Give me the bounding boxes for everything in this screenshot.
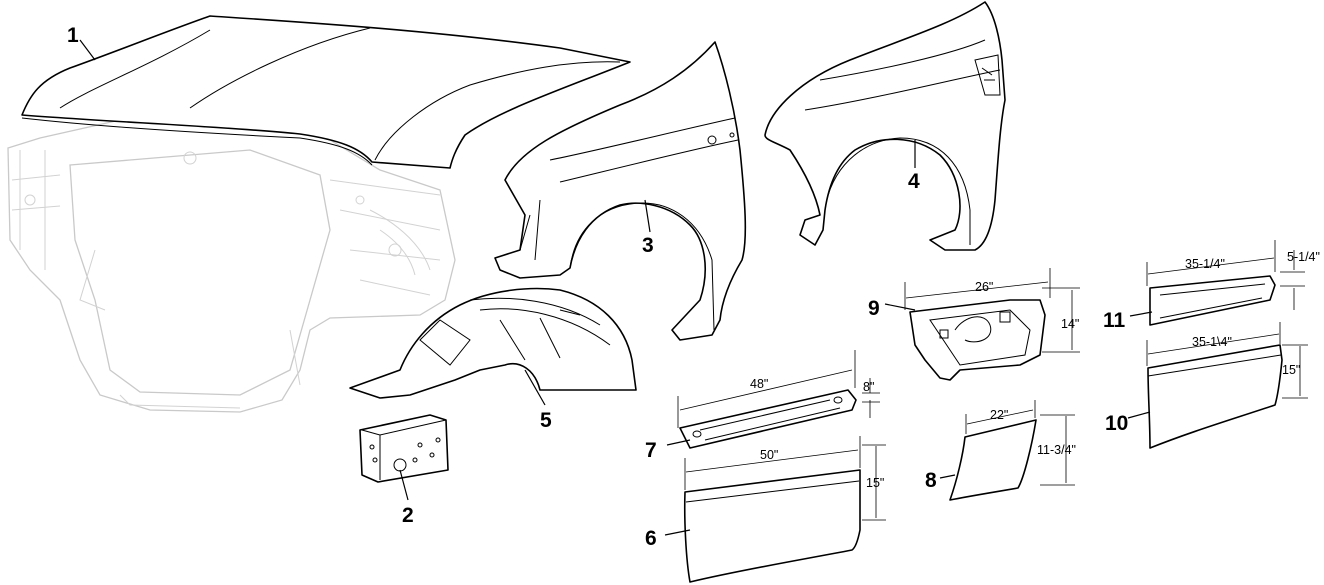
dimension-lines: [677, 240, 1308, 521]
hood-part: [21, 15, 631, 169]
dim-label-p11-height: 5-1/4": [1287, 250, 1320, 264]
callout-3: 3: [642, 234, 654, 257]
callout-numbers: 1 2 3 4 5 6 7 8 9 10 11: [67, 24, 1128, 550]
dogleg-48-part: [679, 389, 857, 449]
patch-22-part: [949, 419, 1037, 501]
left-fender-part: [494, 41, 747, 341]
bracket-part: [359, 414, 449, 483]
callout-10: 10: [1105, 412, 1128, 435]
callout-7: 7: [645, 439, 657, 462]
dim-label-p7-width: 48": [750, 377, 768, 391]
radiator-support-ghost: [7, 117, 456, 413]
dim-label-p6-width: 50": [760, 448, 778, 462]
callout-6: 6: [645, 527, 657, 550]
callout-11: 11: [1103, 309, 1126, 332]
panel-35-upper-part: [1149, 275, 1276, 326]
dim-label-p9-height: 14": [1061, 317, 1079, 331]
callout-8: 8: [925, 469, 937, 492]
right-fender-part: [764, 1, 1006, 251]
callout-2: 2: [402, 504, 414, 527]
callout-9: 9: [868, 297, 880, 320]
dim-label-p11-width: 35-1/4": [1185, 257, 1225, 271]
dim-label-p8-height: 11-3/4": [1037, 443, 1076, 457]
corner-26-part: [909, 299, 1046, 381]
dim-label-p7-height: 8": [863, 380, 874, 394]
dim-label-p8-width: 22": [990, 408, 1008, 422]
panel-35-lower-part: [1147, 344, 1283, 449]
lower-panel-50-part: [683, 469, 861, 583]
dim-label-p9-width: 26": [975, 280, 993, 294]
callout-5: 5: [540, 409, 552, 432]
callout-1: 1: [67, 24, 79, 47]
dim-label-p10-width: 35-1\4": [1192, 335, 1232, 349]
callout-4: 4: [908, 170, 920, 193]
leader-lines: [79, 39, 1153, 536]
dim-label-p10-height: 15": [1282, 363, 1300, 377]
dim-label-p6-height: 15": [866, 476, 884, 490]
dimension-labels: 48" 8" 50" 15" 26" 14" 22" 11-3/4" 35-1/…: [750, 250, 1320, 490]
inner-liner-part: [349, 287, 637, 399]
